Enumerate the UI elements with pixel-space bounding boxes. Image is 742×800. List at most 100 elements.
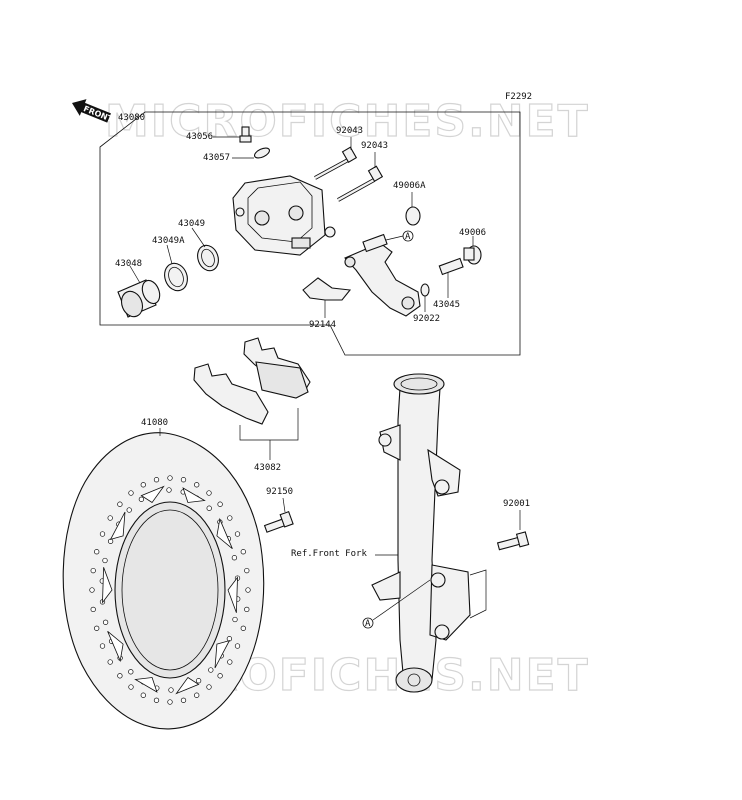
disc-hole: [102, 619, 109, 625]
disc-window: [182, 487, 206, 503]
disc-hole: [227, 659, 233, 665]
caliper-pin-upper-part: [314, 137, 358, 180]
boot-49006-part: [463, 236, 482, 265]
part-label-43049a: 43049A: [152, 236, 185, 246]
disc-hole: [117, 501, 123, 507]
part-label-49006: 49006: [459, 228, 486, 238]
disc-hole: [217, 673, 223, 679]
disc-hole: [102, 557, 108, 564]
disc-hole: [206, 684, 212, 690]
disc-hole: [166, 487, 172, 493]
diagram-code: F2292: [505, 92, 532, 102]
disc-hole: [227, 515, 233, 521]
disc-hole: [208, 667, 214, 673]
piston-part: [117, 265, 161, 318]
disc-hole: [99, 531, 106, 537]
disc-window: [107, 630, 124, 663]
disc-hole: [94, 625, 100, 631]
fork-bolt-part: [496, 510, 530, 551]
part-label-92043-upper: 92043: [336, 126, 363, 136]
disc-hole: [167, 699, 173, 705]
seal-43049a-part: [164, 244, 188, 292]
disc-hole: [231, 555, 238, 561]
pad-spring-part: [302, 277, 352, 318]
part-label-49006a: 49006A: [393, 181, 426, 191]
disc-hole: [240, 625, 246, 631]
disc-hole: [240, 549, 246, 555]
disc-hole: [138, 496, 145, 502]
callout-a-lower: A: [365, 619, 371, 629]
brake-pads-part: [193, 337, 311, 460]
disc-hole: [94, 549, 100, 555]
disc-hole: [89, 587, 95, 593]
caliper-pin-lower-part: [337, 152, 384, 202]
bleed-valve-part: [213, 126, 252, 143]
part-label-43056: 43056: [186, 132, 213, 142]
disc-hole: [107, 515, 113, 521]
seal-43049-part: [191, 227, 219, 272]
part-label-43048: 43048: [115, 259, 142, 269]
disc-window: [134, 677, 158, 693]
part-label-43080: 43080: [118, 113, 145, 123]
disc-hole: [107, 659, 113, 665]
ring-92022-part: [420, 283, 430, 312]
disc-hole: [232, 616, 238, 623]
caliper-assembly-frame: [99, 111, 521, 356]
disc-hole: [168, 687, 174, 693]
disc-hole: [99, 643, 106, 649]
disc-hole: [117, 673, 123, 679]
callout-a-upper: A: [405, 232, 411, 242]
part-label-92144: 92144: [309, 320, 336, 330]
part-label-43057: 43057: [203, 153, 230, 163]
disc-hole: [195, 678, 202, 684]
disc-window: [216, 517, 233, 550]
disc-hole: [128, 669, 134, 675]
callout-a-lower-group: A: [362, 579, 431, 629]
caliper-body-part: [232, 175, 336, 256]
brake-disc-part: [62, 432, 265, 730]
disc-hole: [234, 531, 241, 537]
disc-window: [140, 485, 165, 504]
boot-49006a-part: [405, 192, 421, 226]
disc-hole: [234, 643, 241, 649]
disc-hole: [180, 477, 187, 483]
ref-front-fork-label: Ref.Front Fork: [291, 549, 367, 559]
front-fork-part: [371, 373, 487, 693]
part-label-43045: 43045: [433, 300, 460, 310]
disc-window: [227, 576, 238, 613]
disc-hole: [194, 482, 200, 488]
part-label-41080: 41080: [141, 418, 168, 428]
part-label-43082: 43082: [254, 463, 281, 473]
disc-bolt-part: [263, 497, 294, 533]
disc-hole: [128, 490, 134, 496]
disc-hole: [245, 587, 251, 593]
disc-hole: [217, 501, 223, 507]
disc-hole: [90, 567, 96, 574]
disc-hole: [180, 697, 187, 703]
disc-hole: [244, 567, 250, 574]
part-label-92150: 92150: [266, 487, 293, 497]
disc-window: [214, 639, 231, 669]
disc-hole: [206, 490, 212, 496]
part-label-92001: 92001: [503, 499, 530, 509]
part-label-92022: 92022: [413, 314, 440, 324]
disc-hole: [153, 697, 160, 703]
disc-window: [109, 511, 126, 541]
disc-hole: [140, 482, 146, 488]
disc-hole: [128, 684, 134, 690]
disc-hole: [126, 507, 132, 513]
watermark-top: MICROFICHES.NET: [105, 96, 590, 147]
disc-hole: [167, 475, 173, 481]
disc-hole: [194, 692, 200, 698]
disc-window: [175, 676, 200, 695]
disc-hole: [153, 477, 160, 483]
part-label-43049: 43049: [178, 219, 205, 229]
sleeve-43045-part: [438, 257, 464, 298]
disc-hole: [90, 606, 96, 613]
part-label-92043-lower: 92043: [361, 141, 388, 151]
disc-hole: [244, 606, 250, 613]
disc-window: [102, 567, 113, 604]
disc-hole: [206, 505, 212, 511]
disc-hole: [140, 692, 146, 698]
